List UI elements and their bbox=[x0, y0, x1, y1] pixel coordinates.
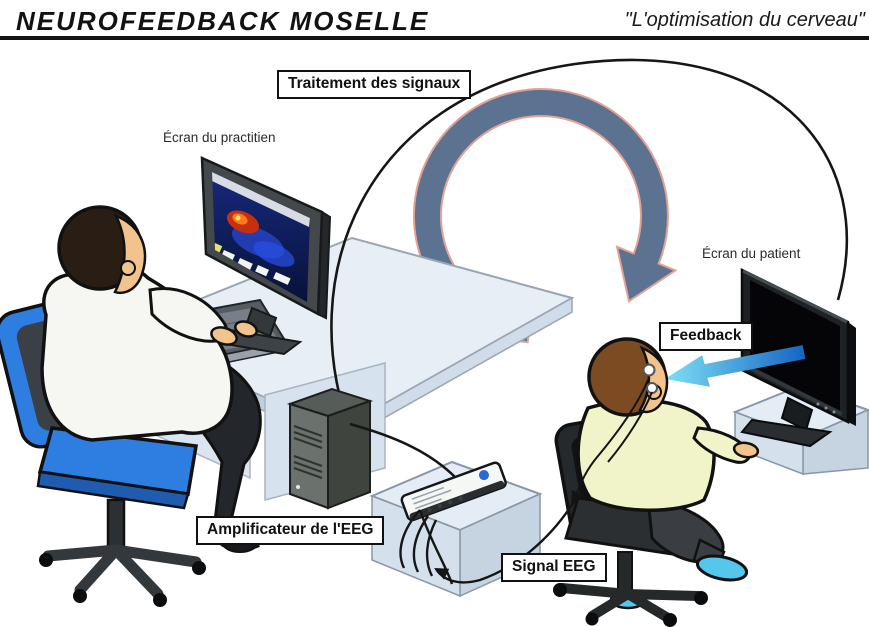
signal-arrowhead-2 bbox=[434, 568, 450, 580]
amplifier-wires bbox=[399, 509, 454, 585]
header-divider bbox=[0, 36, 869, 40]
brand-title: NEUROFEEDBACK MOSELLE bbox=[16, 6, 430, 36]
brand-tagline: "L'optimisation du cerveau" bbox=[624, 9, 865, 31]
label-eeg-signal: Signal EEG bbox=[501, 553, 607, 582]
label-amplifier: Amplificateur de l'EEG bbox=[196, 516, 385, 545]
practitioner-figure bbox=[40, 205, 262, 553]
eeg-amplifier-device bbox=[400, 461, 507, 522]
loop-arrow bbox=[412, 88, 678, 344]
computer-tower bbox=[286, 387, 374, 510]
signal-arrowhead-1 bbox=[571, 489, 583, 505]
feedback-arrow bbox=[664, 345, 806, 387]
patient-figure bbox=[574, 337, 760, 582]
label-patient-screen: Écran du patient bbox=[702, 246, 801, 261]
eeg-software-screen bbox=[212, 172, 310, 285]
eeg-signal-wire bbox=[434, 489, 583, 584]
practitioner-monitor bbox=[200, 156, 332, 356]
signal-flow-arc bbox=[330, 58, 848, 431]
label-feedback: Feedback bbox=[659, 322, 753, 351]
label-signal-processing: Traitement des signaux bbox=[277, 70, 472, 99]
label-practitioner-screen: Écran du practitien bbox=[163, 130, 276, 145]
tower-amplifier-cable bbox=[349, 422, 457, 479]
